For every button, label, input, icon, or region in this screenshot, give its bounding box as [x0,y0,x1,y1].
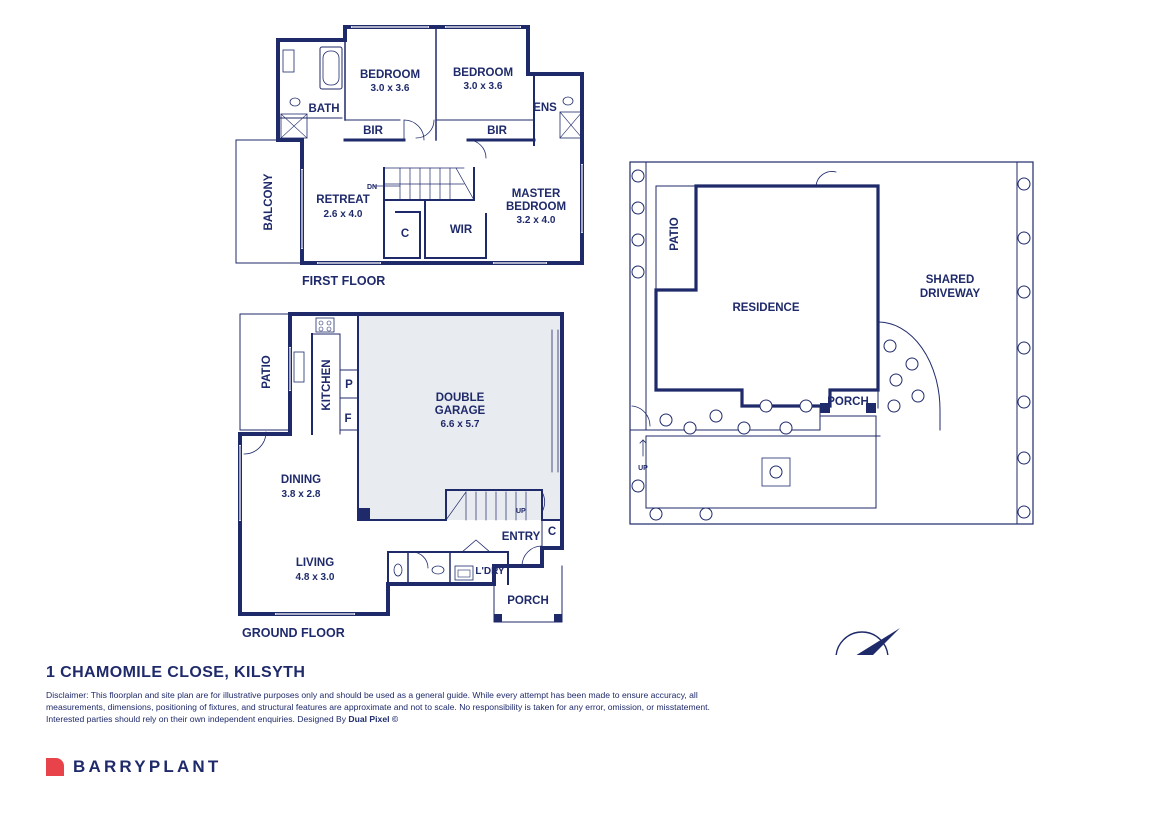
retreat-dims: 2.6 x 4.0 [324,209,363,220]
compass-icon: N [835,628,900,655]
pantry-label: P [345,379,353,391]
kitchen-label: KITCHEN [321,359,333,410]
site-trees [631,169,1031,521]
residence-label: RESIDENCE [732,302,799,314]
master-label-2: BEDROOM [506,201,566,213]
disclaimer-text: Disclaimer: This floorplan and site plan… [46,689,746,725]
first-floor-label: FIRST FLOOR [302,274,385,288]
driveway-label-2: DRIVEWAY [920,288,981,300]
brand-mark-icon [46,758,64,776]
living-label: LIVING [296,557,334,569]
garage-label-1: DOUBLE [436,392,485,404]
site-porch-label: PORCH [827,396,869,408]
bedroom-2-label: BEDROOM [453,67,513,79]
laundry-label: L'DRY [475,566,505,577]
dining-dims: 3.8 x 2.8 [282,489,321,500]
wir-label: WIR [450,224,473,236]
bedroom-1-dims: 3.0 x 3.6 [371,83,410,94]
site-plan [629,161,1034,525]
floorplan-drawing: N BEDROOM 3.0 x 3.6 BEDROOM 3.0 x 3.6 BA… [235,25,1034,655]
garage-label-2: GARAGE [435,405,486,417]
garage-dims: 6.6 x 5.7 [441,419,480,430]
c-upper-label: C [401,228,409,240]
ground-floor-plan [238,312,564,623]
master-dims: 3.2 x 4.0 [517,215,556,226]
retreat-label: RETREAT [316,194,369,206]
living-dims: 4.8 x 3.0 [296,572,335,583]
property-address: 1 CHAMOMILE CLOSE, KILSYTH [46,664,306,681]
driveway-label-1: SHARED [926,274,975,286]
entry-label: ENTRY [502,531,541,543]
porch-ground-label: PORCH [507,595,549,607]
brand-name: BARRYPLANT [73,757,222,776]
ground-floor-label: GROUND FLOOR [242,626,345,640]
patio-ground-label: PATIO [261,355,273,388]
dining-label: DINING [281,474,321,486]
bir-1-label: BIR [363,125,384,137]
bath-label: BATH [308,103,339,115]
c-ground-label: C [548,526,556,538]
brand-logo: BARRYPLANT [46,757,221,777]
balcony-label: BALCONY [263,173,275,230]
site-patio-label: PATIO [669,217,681,250]
master-label-1: MASTER [512,188,561,200]
disclaimer-body: Disclaimer: This floorplan and site plan… [46,690,710,724]
bedroom-1-label: BEDROOM [360,69,420,81]
bedroom-2-dims: 3.0 x 3.6 [464,81,503,92]
dn-label: DN [367,184,377,191]
designer-credit: Dual Pixel © [348,714,399,724]
bir-2-label: BIR [487,125,508,137]
up-ground-label: UP [516,508,526,515]
first-floor-plan [235,25,584,265]
site-up-label: UP [638,465,648,472]
fridge-label: F [344,413,351,425]
ens-label: ENS [533,102,557,114]
